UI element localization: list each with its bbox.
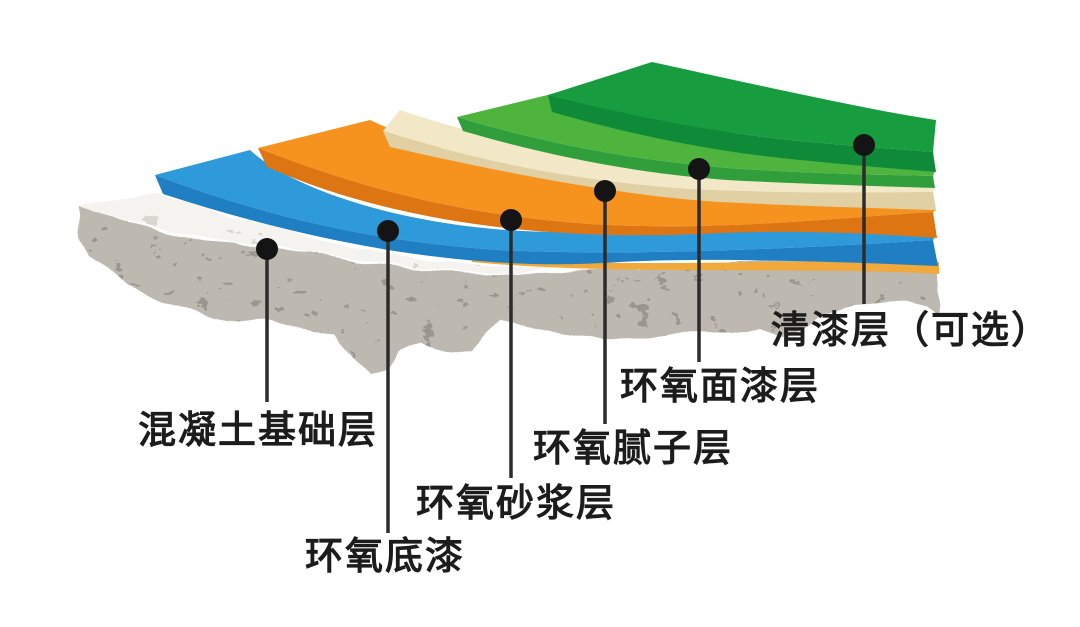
- label-epoxy-topcoat: 环氧面漆层: [620, 364, 821, 408]
- label-epoxy-primer: 环氧底漆: [305, 534, 466, 578]
- label-epoxy-mortar: 环氧砂浆层: [416, 481, 617, 525]
- callout-dot-mortar: [500, 209, 522, 231]
- layer-primer-front-edge: [155, 175, 938, 266]
- layer-clearcoat-top-face: [548, 62, 936, 152]
- label-clearcoat-optional: 清漆层（可选）: [771, 308, 1052, 352]
- callout-dot-putty: [594, 180, 616, 202]
- layer-putty-front-edge: [383, 131, 936, 210]
- callout-dot-primer: [377, 220, 399, 242]
- bond-line: [470, 256, 939, 274]
- layer-clearcoat-front-edge: [548, 95, 936, 172]
- layer-mortar-front-edge: [258, 148, 937, 238]
- callout-lines: [265, 145, 866, 533]
- concrete-base-block: [78, 192, 940, 372]
- callout-dot-concrete: [256, 238, 278, 260]
- concrete-front-face-speckle: [78, 206, 940, 372]
- callout-dot-topcoat: [688, 158, 710, 180]
- layer-primer-top-face: [155, 150, 936, 253]
- callout-dot-clearcoat: [853, 134, 875, 156]
- layer-clearcoat: [548, 62, 936, 172]
- callout-dots: [256, 134, 875, 260]
- label-epoxy-putty: 环氧腻子层: [533, 426, 734, 470]
- label-concrete-base: 混凝土基础层: [138, 408, 379, 452]
- layer-primer: [155, 150, 938, 266]
- concrete-top-surface-speckle: [78, 192, 545, 277]
